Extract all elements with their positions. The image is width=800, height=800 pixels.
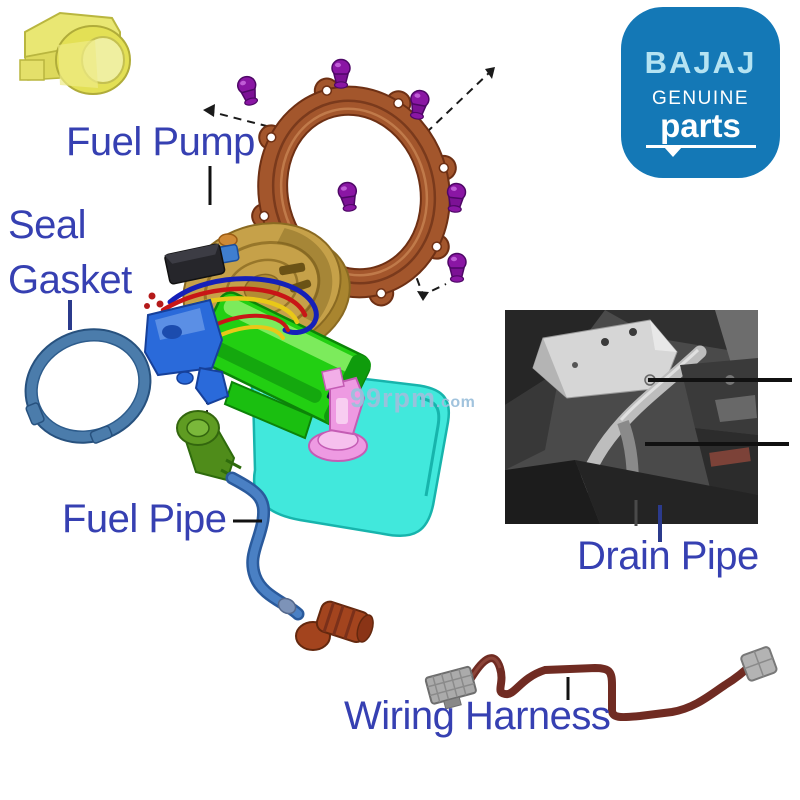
seal-gasket-ring [24, 328, 152, 444]
wiring-harness-label: Wiring Harness [344, 694, 611, 738]
watermark-name: 99rpm [350, 383, 437, 413]
logo-parts-text: parts [660, 107, 741, 144]
bajaj-genuine-parts-logo: BAJAJ GENUINE parts [621, 7, 780, 178]
watermark-tld: .com [436, 394, 476, 411]
harness-connector-right [740, 646, 778, 682]
leader-arrowheads [203, 67, 495, 301]
drain-pipe-photo-art [505, 310, 758, 524]
wiring-harness-part [424, 646, 778, 722]
bolt [235, 73, 262, 108]
logo-underline-arrow-icon [663, 147, 682, 157]
fuel-pipe-hose [225, 471, 305, 621]
logo-brand-text: BAJAJ [644, 45, 757, 80]
seal-gasket-label-line2: Gasket [8, 258, 132, 302]
harness-connector-left [424, 665, 477, 710]
seal-gasket-label-line1: Seal [8, 203, 87, 247]
harness-wire [466, 654, 757, 722]
watermark: 99rpm.com [350, 383, 475, 414]
fuel-pump-label: Fuel Pump [66, 120, 255, 164]
pump-top-fittings [144, 233, 240, 309]
bolt [331, 58, 351, 89]
fuel-pipe-connector [295, 600, 374, 651]
bolt [447, 252, 467, 283]
yellow-connector [19, 11, 131, 95]
drain-pipe-photo [505, 310, 758, 524]
logo-genuine-text: GENUINE [651, 88, 750, 109]
elbow-connector [176, 410, 244, 491]
float-bracket [143, 298, 230, 406]
pink-fitting [308, 367, 368, 462]
pump-electrical-connector [164, 243, 226, 285]
seal-gasket-label: Seal Gasket [8, 198, 132, 308]
bolt [444, 181, 468, 214]
fuel-pipe-label: Fuel Pipe [62, 497, 227, 541]
label-leader-lines [68, 166, 792, 700]
drain-pipe-label: Drain Pipe [577, 534, 759, 578]
logo-underline [645, 145, 756, 157]
